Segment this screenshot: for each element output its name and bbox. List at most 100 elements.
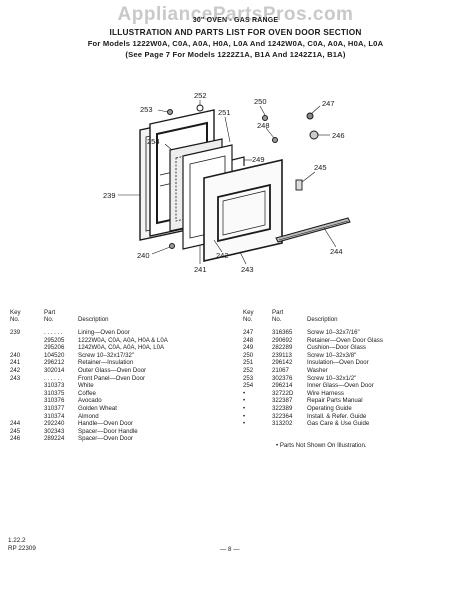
footer-rp-number: RP 22309 [8,545,36,552]
table-row: • 322389 Operating Guide [243,405,463,413]
part-description: Front Panel—Oven Door [78,374,146,382]
key-number: 250 [243,351,254,359]
part-number: 282289 [272,344,293,352]
part-description: Inner Glass—Oven Door [307,382,374,390]
page-title: ILLUSTRATION AND PARTS LIST FOR OVEN DOO… [109,27,362,37]
table-row: 243. . . . . .Front Panel—Oven Door [10,375,230,383]
part-description: Insulation—Oven Door [307,359,369,367]
right-key-header: Key No. [243,309,254,324]
part-number: 316365 [272,329,293,336]
callout-251: 251 [218,108,231,117]
part-description: 1222W0A, C0A, A0A, H0A & L0A [78,336,168,344]
callout-243: 243 [241,265,254,274]
part-number: 295206 [44,344,65,352]
left-part-header: Part No. [44,309,56,324]
part-description: Operating Guide [307,404,352,412]
key-number: 246 [10,435,21,443]
part-description: 1242W0A, C0A, A0A, H0A, L0A [78,344,165,352]
part-description: Install. & Refer. Guide [307,412,367,420]
part-description: Washer [307,366,328,374]
part-253-screw [167,109,173,115]
part-number: 32722D [272,389,294,397]
part-description: Avocado [78,397,102,405]
key-number: 248 [243,336,254,344]
part-243-front-panel [203,158,283,263]
key-number: • [243,397,246,405]
callout-247: 247 [322,99,335,108]
part-number: 322389 [272,404,293,412]
part-number: 302376 [272,374,293,382]
part-description: Outer Glass—Oven Door [78,366,147,374]
callout-249: 249 [252,155,265,164]
part-number: 289224 [44,435,65,443]
key-number: 249 [243,344,254,352]
part-number: 310376 [44,397,65,405]
key-number: 239 [10,329,21,336]
part-description: Retainer—Oven Door Glass [307,336,383,344]
callout-244: 244 [330,247,343,256]
page-number: — 8 — [220,546,240,553]
key-number: • [243,389,246,397]
right-description-header: Description [307,316,338,323]
part-description: Retainer—Insulation [78,359,134,367]
watermark: AppliancePartsPros.com [117,4,354,25]
part-number: . . . . . . [44,329,63,336]
table-row: • 32722D Wire Harness [243,390,463,398]
part-number: 295205 [44,336,65,344]
right-part-header: Part No. [272,309,284,324]
table-row: 295206 1242W0A, C0A, A0A, H0A, L0A [10,344,230,352]
part-description: Screw 10–32x17/32" [78,351,135,359]
key-number: 242 [10,366,21,374]
part-number: 292240 [44,420,65,428]
part-description: Cushion—Door Glass [307,344,366,352]
part-number: 310373 [44,382,65,390]
table-row: • 313202 Gas Care & Use Guide [243,420,463,428]
table-row: 246 289224 Spacer—Oven Door [10,435,230,443]
callout-253: 253 [140,105,153,114]
part-number: 296212 [44,359,65,367]
part-description: Gas Care & Use Guide [307,420,370,428]
callout-240: 240 [137,251,150,260]
part-number: 322387 [272,397,293,405]
footer-date: 1.22.2 [8,537,26,544]
part-description: Repair Parts Manual [307,397,363,405]
key-number: • [243,412,246,420]
key-number: 254 [243,382,254,390]
part-250-screw [262,115,268,121]
key-number: • [243,420,246,428]
part-number: 310377 [44,404,65,412]
part-description: Screw 10–32x3/8" [307,351,357,359]
part-number: 313202 [272,420,293,428]
part-number: 290692 [272,336,293,344]
callout-254: 254 [147,137,160,146]
part-number: 322364 [272,412,293,420]
table-row: • 322364 Install. & Refer. Guide [243,413,463,421]
part-244-handle [275,217,351,243]
table-row: • 322387 Repair Parts Manual [243,397,463,405]
part-description: Handle—Oven Door [78,420,133,428]
table-row: 310376 Avocado [10,397,230,405]
part-247-screw [306,112,314,120]
part-number: 310374 [44,412,65,420]
table-row: 249 282289 Cushion—Door Glass [243,344,463,352]
part-description: Wire Harness [307,389,344,397]
key-number: 244 [10,420,21,428]
part-248-retainer [272,137,278,143]
key-number: 243 [10,374,21,382]
part-description: Spacer—Oven Door [78,435,133,443]
key-number: • [243,404,246,412]
